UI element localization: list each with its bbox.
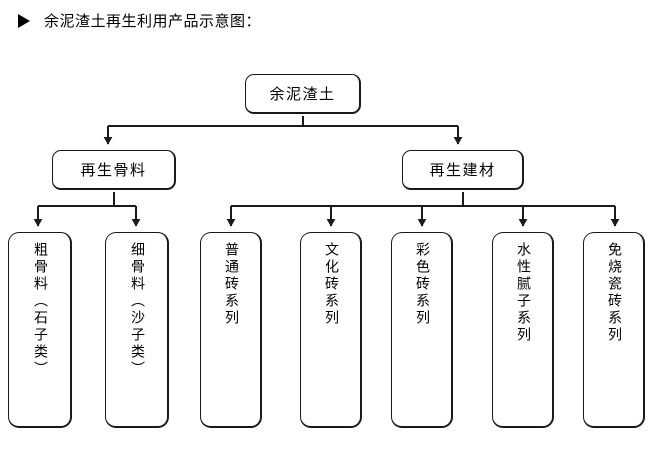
node-coarse-aggregate[interactable]: 粗骨料（石子类）: [8, 232, 72, 428]
node-recycled-building-material[interactable]: 再生建材: [402, 150, 524, 190]
triangle-right-icon: [18, 14, 30, 28]
node-waterborne-putty-series-label: 水性腻子系列: [515, 242, 531, 344]
node-common-brick-series-label: 普通砖系列: [223, 242, 239, 327]
node-common-brick-series[interactable]: 普通砖系列: [200, 232, 262, 428]
caption-text: 余泥渣土再生利用产品示意图：: [44, 12, 262, 30]
node-culture-brick-series[interactable]: 文化砖系列: [300, 232, 362, 428]
node-root[interactable]: 余泥渣土: [245, 74, 361, 114]
node-recycled-building-material-label: 再生建材: [429, 160, 496, 179]
node-recycled-aggregate-label: 再生骨料: [80, 160, 147, 179]
node-waterborne-putty-series[interactable]: 水性腻子系列: [492, 232, 554, 428]
node-color-brick-series[interactable]: 彩色砖系列: [391, 232, 453, 428]
node-culture-brick-series-label: 文化砖系列: [323, 242, 339, 327]
node-color-brick-series-label: 彩色砖系列: [414, 242, 430, 327]
node-coarse-aggregate-label: 粗骨料（石子类）: [32, 242, 48, 378]
node-root-label: 余泥渣土: [269, 84, 336, 103]
page-caption: 余泥渣土再生利用产品示意图：: [18, 9, 261, 33]
node-fine-aggregate-label: 细骨料（沙子类）: [129, 242, 145, 378]
node-unfired-ceramic-tile-series[interactable]: 免烧瓷砖系列: [583, 232, 645, 428]
node-unfired-ceramic-tile-series-label: 免烧瓷砖系列: [606, 242, 622, 344]
node-fine-aggregate[interactable]: 细骨料（沙子类）: [105, 232, 169, 428]
node-recycled-aggregate[interactable]: 再生骨料: [52, 150, 176, 190]
